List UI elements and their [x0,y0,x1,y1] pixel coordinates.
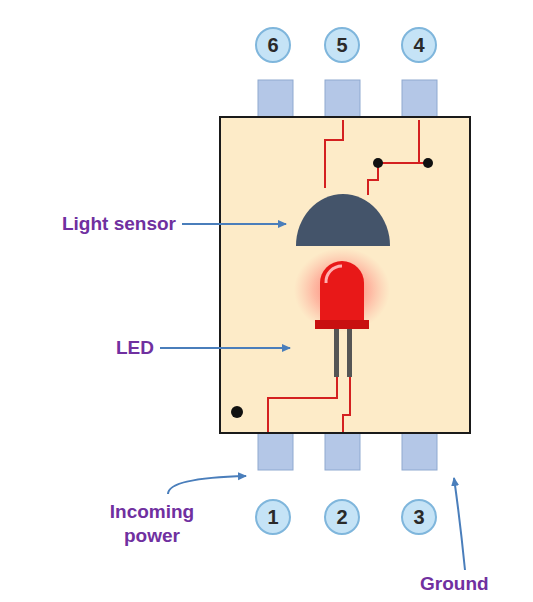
pin-number-circle: 3 [401,499,437,535]
light-sensor [296,194,390,246]
pin-number-circle: 6 [255,27,291,63]
part-label: Light sensor [62,212,176,236]
pin-label: Incoming power [92,500,212,548]
pin-number-circle: 4 [401,27,437,63]
pin1-marker [231,406,243,418]
led [315,261,369,377]
pin-number-circle: 1 [255,499,291,535]
pointer-arrows [160,224,465,570]
pin-number: 4 [413,34,424,57]
wires [268,120,428,432]
pin-number: 1 [267,506,278,529]
pin-number: 6 [267,34,278,57]
pin-number-circle: 5 [324,27,360,63]
pin-label: Ground [420,572,489,596]
junction-dot [423,158,433,168]
package-body [220,117,470,433]
pin-number-circle: 2 [324,499,360,535]
part-label: LED [116,336,154,360]
pin-number: 3 [413,506,424,529]
junction-dot [373,158,383,168]
pin-number: 2 [336,506,347,529]
led-glow [294,248,390,332]
pin-number: 5 [336,34,347,57]
